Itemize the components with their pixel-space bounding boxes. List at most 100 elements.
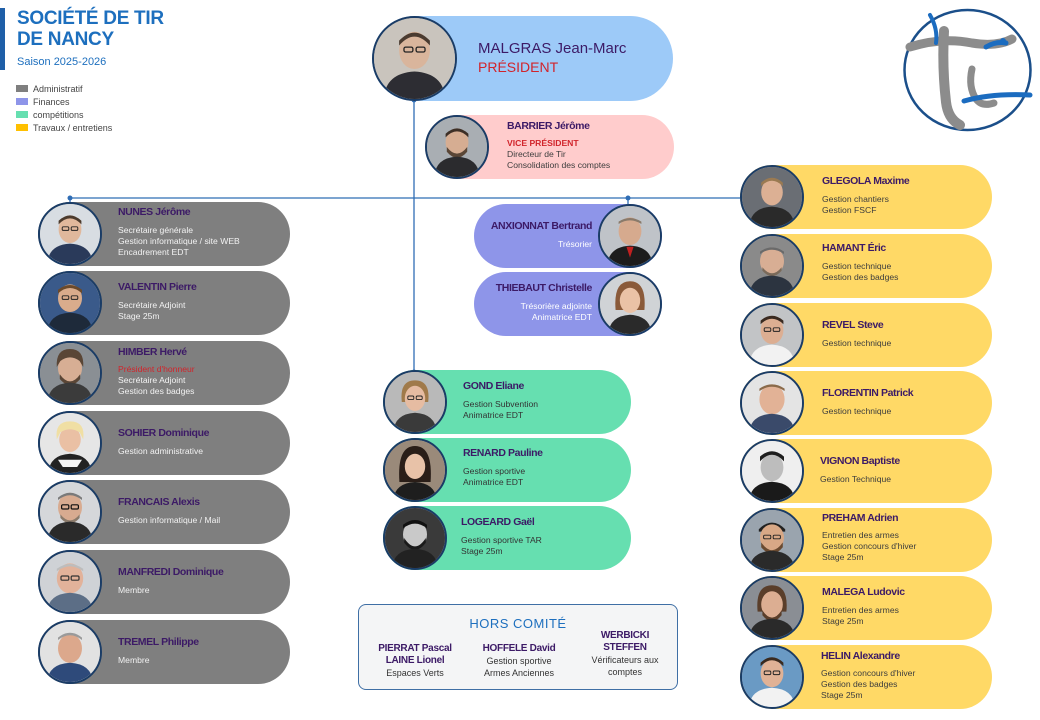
- role-line: Gestion technique: [822, 338, 892, 348]
- president-card: MALGRAS Jean-Marc PRÉSIDENT: [372, 16, 673, 101]
- connector-dot: [67, 195, 73, 201]
- avatar: [38, 341, 102, 405]
- member-card-vignon: VIGNON Baptiste Gestion Technique: [740, 439, 992, 503]
- person-photo-icon: [385, 372, 445, 432]
- season-label: Saison 2025-2026: [17, 56, 107, 68]
- person-name: GOND Eliane: [463, 380, 524, 392]
- person-photo-icon: [40, 204, 100, 264]
- person-photo-icon: [385, 440, 445, 500]
- person-photo-icon: [385, 508, 445, 568]
- person-photo-icon: [40, 343, 100, 403]
- legend-item-finances: Finances: [16, 95, 112, 108]
- avatar: [38, 620, 102, 684]
- role-line: Gestion sportive: [486, 656, 552, 666]
- avatar: [425, 115, 489, 179]
- role-line: Gestion FSCF: [822, 205, 877, 215]
- role-line: Stage 25m: [821, 690, 863, 700]
- vice-president-card: BARRIER Jérôme VICE PRÉSIDENT Directeur …: [425, 115, 674, 179]
- person-name: HOFFELE David: [482, 643, 556, 654]
- avatar: [598, 204, 662, 268]
- member-card-renard: RENARD Pauline Gestion sportive Animatri…: [383, 438, 631, 502]
- role-line: Gestion des badges: [821, 679, 898, 689]
- person-photo-icon: [742, 578, 802, 638]
- role-line: Animatrice EDT: [463, 410, 524, 420]
- legend-label: Travaux / entretiens: [33, 122, 113, 133]
- person-name: WERBICKI: [600, 630, 650, 641]
- person-name: STEFFEN: [603, 642, 647, 653]
- avatar: [740, 645, 804, 709]
- person-roles: Gestion technique: [822, 338, 891, 349]
- person-roles: Président d'honneur Secrétaire Adjoint G…: [118, 364, 195, 397]
- member-card-helin: HELIN Alexandre Gestion concours d'hiver…: [740, 645, 992, 709]
- person-name: FRANCAIS Alexis: [118, 496, 200, 508]
- role-line: Gestion informatique / site WEB: [118, 236, 240, 246]
- legend-swatch: [16, 85, 28, 92]
- honor-title: Président d'honneur: [118, 364, 195, 374]
- person-roles: Gestion sportive TAR Stage 25m: [461, 535, 542, 557]
- role-line: Espaces Verts: [386, 668, 444, 678]
- person-name: FLORENTIN Patrick: [822, 387, 914, 399]
- person-photo-icon: [742, 510, 802, 570]
- person-roles: Gestion Subvention Animatrice EDT: [463, 399, 538, 421]
- role-line: Trésorière adjointe: [520, 301, 592, 311]
- legend-swatch: [16, 111, 28, 118]
- avatar: [38, 202, 102, 266]
- person-roles: Gestion administrative: [118, 446, 203, 457]
- person-photo-icon: [40, 413, 100, 473]
- member-card-manfredi: MANFREDI Dominique Membre: [38, 550, 290, 614]
- member-card-florentin: FLORENTIN Patrick Gestion technique: [740, 371, 992, 435]
- role-line: Gestion sportive: [463, 466, 526, 476]
- member-card-himber: HIMBER Hervé Président d'honneur Secréta…: [38, 341, 290, 405]
- member-card-anxionnat: ANXIONNAT Bertrand Trésorier: [474, 204, 662, 268]
- member-card-valentin: VALENTIN Pierre Secrétaire Adjoint Stage…: [38, 271, 290, 335]
- avatar: [372, 16, 457, 101]
- role-line: Stage 25m: [118, 311, 160, 321]
- role-line: Entretien des armes: [822, 605, 899, 615]
- avatar: [38, 550, 102, 614]
- avatar: [740, 576, 804, 640]
- person-photo-icon: [742, 167, 802, 227]
- role-line: Vérificateurs aux: [591, 655, 659, 665]
- role-line: Stage 25m: [822, 552, 864, 562]
- role-line: Gestion technique: [822, 261, 892, 271]
- person-photo-icon: [374, 18, 455, 99]
- legend-label: Finances: [33, 96, 70, 107]
- role-line: Animatrice EDT: [463, 477, 524, 487]
- person-roles: Gestion concours d'hiver Gestion des bad…: [821, 668, 915, 701]
- person-name: PIERRAT Pascal: [378, 643, 452, 654]
- avatar: [740, 303, 804, 367]
- member-card-nunes: NUNES Jérôme Secrétaire générale Gestion…: [38, 202, 290, 266]
- role-line: Gestion administrative: [118, 446, 204, 456]
- member-card-gond: GOND Eliane Gestion Subvention Animatric…: [383, 370, 631, 434]
- person-photo-icon: [600, 274, 660, 334]
- tir-logo-emblem-icon: [903, 8, 1033, 132]
- member-card-preham: PREHAM Adrien Entretien des armes Gestio…: [740, 508, 992, 572]
- person-roles: Secrétaire Adjoint Stage 25m: [118, 300, 185, 322]
- club-logo: [902, 7, 1033, 133]
- person-name: VIGNON Baptiste: [820, 455, 900, 467]
- avatar: [740, 439, 804, 503]
- person-name: HIMBER Hervé: [118, 346, 187, 358]
- role-line: Secrétaire Adjoint: [118, 375, 186, 385]
- person-name: VALENTIN Pierre: [118, 281, 197, 293]
- person-name: HAMANT Éric: [822, 242, 886, 254]
- role-line: Consolidation des comptes: [507, 160, 611, 170]
- hors-comite-box: HORS COMITÉ PIERRAT Pascal LAINE Lionel …: [358, 604, 678, 690]
- president-title: PRÉSIDENT: [478, 59, 559, 75]
- title-line-1: SOCIÉTÉ DE TIR: [17, 8, 164, 29]
- role-line: Gestion concours d'hiver: [822, 541, 917, 551]
- role-line: Gestion Technique: [820, 474, 892, 484]
- avatar: [383, 370, 447, 434]
- role-line: comptes: [607, 667, 642, 677]
- member-card-glegola: GLEGOLA Maxime Gestion chantiers Gestion…: [740, 165, 992, 229]
- legend-label: compétitions: [33, 109, 84, 120]
- president-name: MALGRAS Jean-Marc: [478, 40, 627, 57]
- avatar: [598, 272, 662, 336]
- avatar: [383, 506, 447, 570]
- legend: Administratif Finances compétitions Trav…: [16, 82, 112, 134]
- person-roles: Gestion technique Gestion des badges: [822, 261, 898, 283]
- person-roles: Secrétaire générale Gestion informatique…: [118, 225, 240, 258]
- person-name: ANXIONNAT Bertrand: [490, 220, 593, 232]
- role-line: Secrétaire générale: [118, 225, 194, 235]
- person-roles: Gestion technique: [822, 406, 891, 417]
